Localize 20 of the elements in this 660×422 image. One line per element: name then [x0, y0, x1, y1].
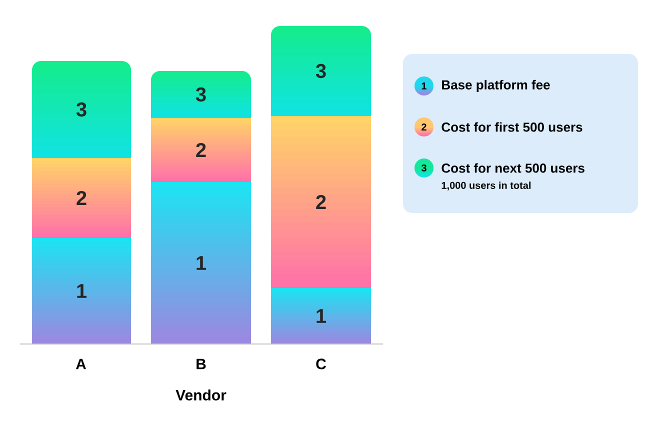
bar-segment: 3 [151, 71, 251, 118]
bar-segment: 2 [32, 158, 131, 238]
swatch-number: 2 [422, 124, 426, 130]
category-label: A [76, 358, 86, 370]
legend-note: 1,000 users in total [442, 182, 531, 190]
swatch-number: 1 [422, 82, 426, 90]
bar-segment: 3 [32, 61, 131, 158]
bar-segment: 2 [271, 116, 371, 288]
swatch-number: 3 [421, 164, 426, 172]
bar-segment: 2 [151, 118, 251, 182]
axis-title: Vendor [176, 389, 226, 400]
legend-text: Cost for next 500 users [442, 163, 584, 173]
category-label: C [316, 358, 326, 370]
bar-segment: 3 [271, 26, 371, 116]
bar-segment: 1 [271, 288, 371, 344]
bar-segment: 1 [32, 238, 131, 344]
legend-text: Cost for first 500 users [442, 122, 582, 132]
category-label: B [196, 358, 206, 370]
bar-segment: 1 [151, 182, 251, 344]
legend-text: Base platform fee [442, 80, 550, 92]
